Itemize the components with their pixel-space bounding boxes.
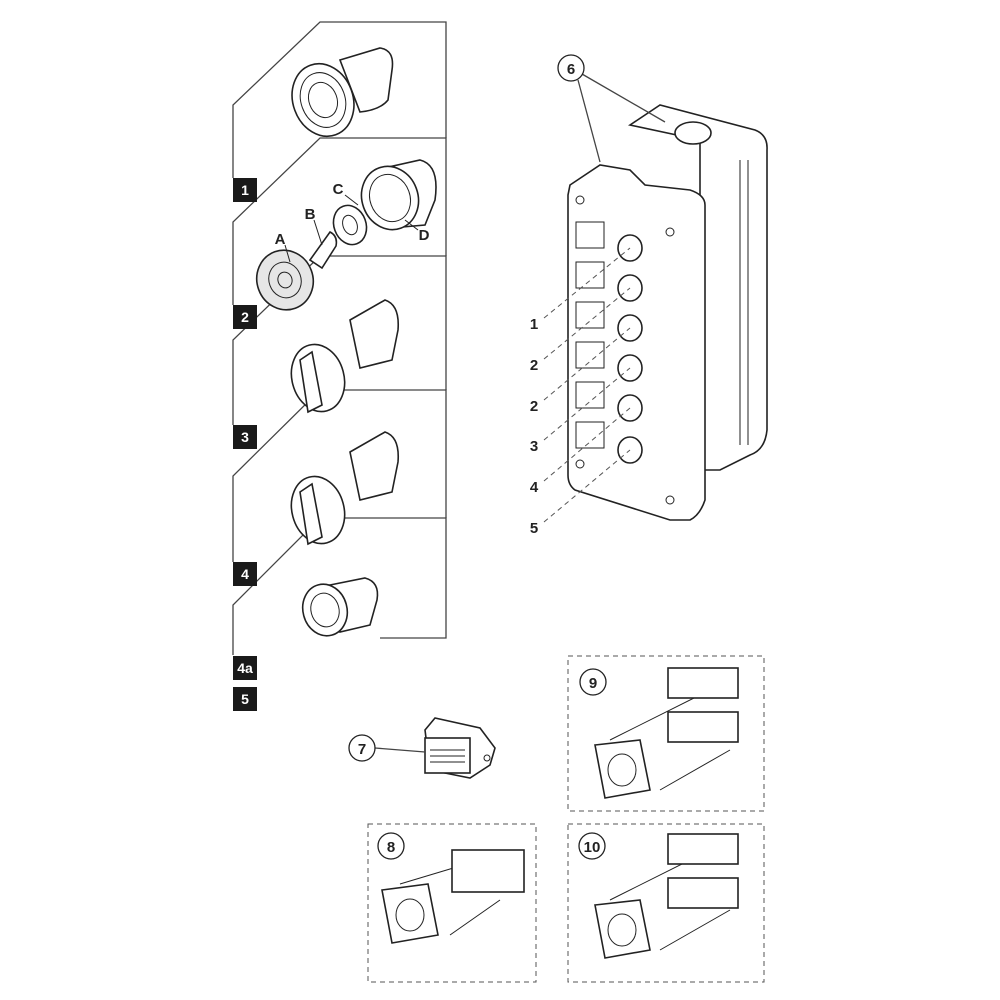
hole-label: 2 (530, 398, 538, 415)
panel-tag-1: 1 (233, 178, 257, 202)
enclosure-callout: 6 (557, 54, 666, 163)
pilot-light-exploded-icon (255, 159, 437, 311)
contact-kit-10: 10 (567, 823, 765, 983)
hole-label: 1 (530, 316, 538, 333)
svg-text:5: 5 (241, 691, 249, 707)
svg-text:9: 9 (589, 675, 597, 692)
flush-button-icon (301, 577, 379, 637)
part-letter-c: C (333, 181, 344, 198)
contact-kit-8: 8 (367, 823, 537, 983)
panel-tag-5: 5 (233, 687, 257, 711)
svg-text:4: 4 (241, 566, 249, 582)
buzzer-icon (424, 717, 496, 779)
hole-label: 4 (530, 479, 539, 496)
svg-text:4a: 4a (237, 660, 253, 676)
svg-text:6: 6 (567, 61, 575, 78)
part-letter-b: B (305, 206, 316, 223)
panel-tag-3: 3 (233, 425, 257, 449)
panel-tag-4: 4 (233, 562, 257, 586)
part-letter-d: D (419, 227, 430, 244)
enclosure-icon (567, 104, 768, 521)
svg-text:2: 2 (241, 309, 249, 325)
svg-text:8: 8 (387, 839, 395, 856)
part-letter-a: A (275, 231, 286, 248)
hole-leaders (543, 247, 631, 523)
svg-text:7: 7 (358, 741, 366, 758)
panel-tag-4a: 4a (233, 656, 257, 680)
svg-text:1: 1 (241, 182, 249, 198)
hole-label: 5 (530, 520, 538, 537)
selector-switch-icon (290, 431, 400, 546)
contact-kit-9: 9 (567, 655, 765, 812)
hole-label: 3 (530, 438, 538, 455)
selector-switch-icon (290, 299, 400, 414)
svg-text:3: 3 (241, 429, 249, 445)
svg-text:10: 10 (584, 839, 601, 856)
hole-label: 2 (530, 357, 538, 374)
mushroom-button-icon (291, 47, 394, 138)
panel-tag-2: 2 (233, 305, 257, 329)
buzzer-callout: 7 (348, 734, 426, 762)
